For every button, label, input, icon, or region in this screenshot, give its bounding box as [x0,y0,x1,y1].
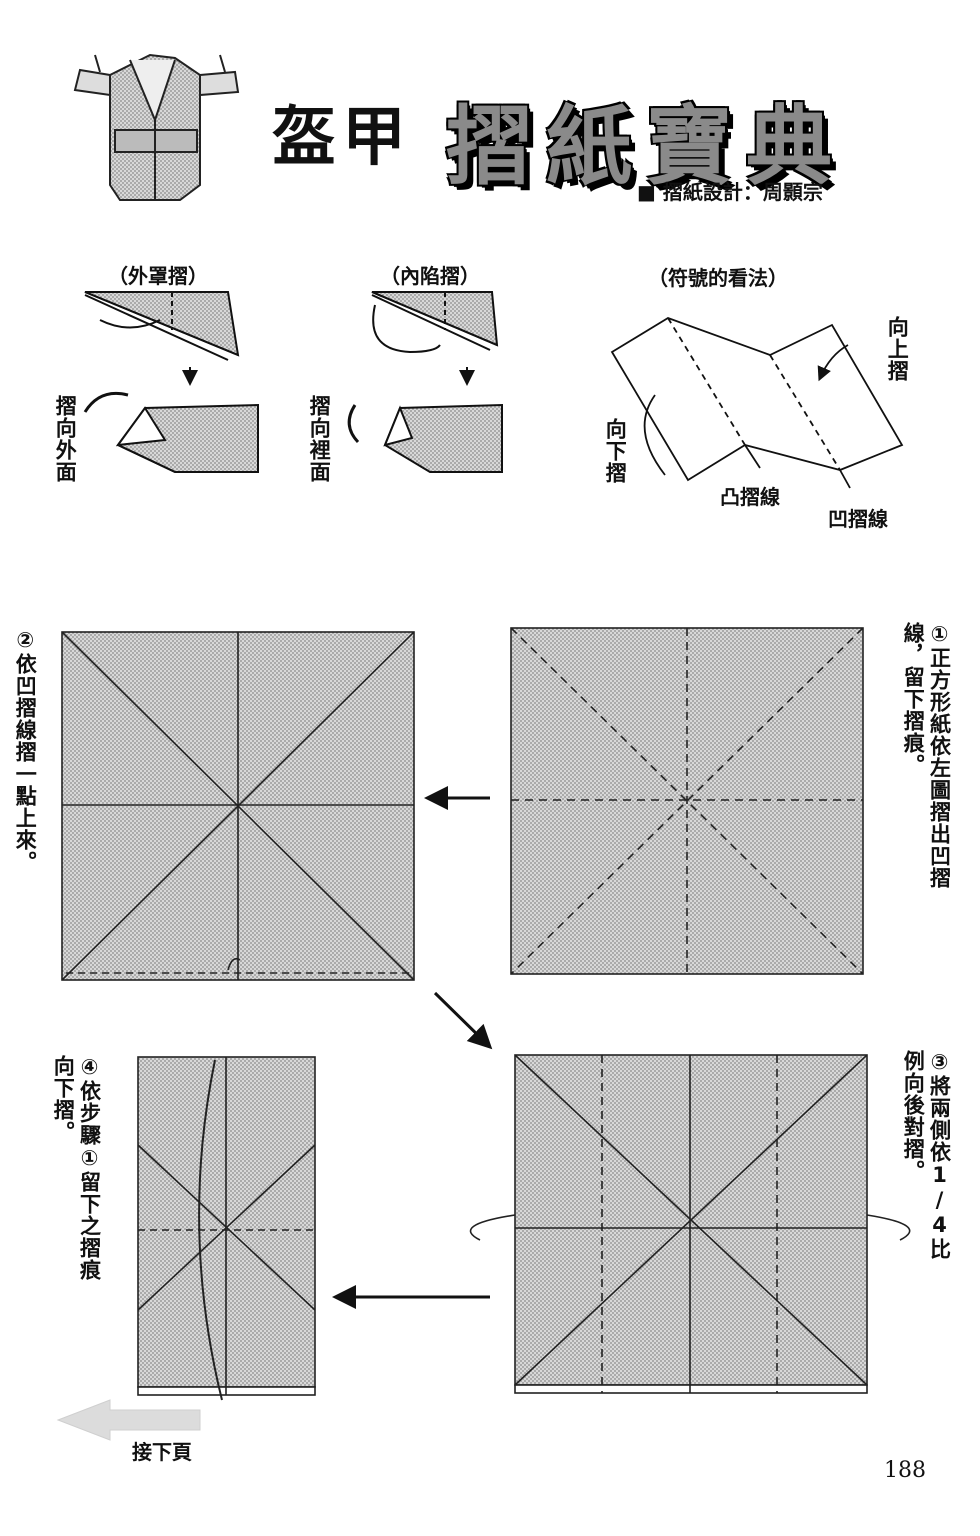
inside-reverse-label: （內陷摺） [380,264,480,288]
step2-instruction: ②依凹摺線摺一點上來。 [12,628,38,948]
armor-logo-icon [73,53,240,201]
step4-instruction: ④依步驟①留下之摺痕向下摺。 [50,1055,103,1295]
square-bullet-icon: ■ [637,180,656,204]
step2-square [61,631,415,981]
step1-number: ① [927,622,952,647]
next-page-label[interactable]: 接下頁 [132,1440,192,1464]
fold-outward-label: 摺向外面 [53,395,78,483]
step3-instruction: ③將兩側依1/4比例向後對摺。 [900,1050,953,1280]
fold-down-label: 向下摺 [603,418,628,484]
designer-credit: ■ 摺紙設計：周顥宗 [637,176,823,205]
step3-number: ③ [927,1050,952,1075]
title-main: 摺紙寶典 [446,97,846,197]
inside-reverse-fold-diagram [347,291,503,473]
symbols-label: （符號的看法） [648,266,788,290]
step1-text: 正方形紙依左圖摺出凹摺線，留下摺痕。 [901,622,952,889]
outside-reverse-label: （外罩摺） [108,264,208,288]
mountain-line-label: 凸摺線 [720,485,780,509]
symbols-diagram [610,317,904,489]
step1-instruction: ①正方形紙依左圖摺出凹摺線，留下摺痕。 [900,622,953,922]
title-prefix: 盔甲 [272,101,412,175]
designer-text: 摺紙設計：周顥宗 [662,180,823,204]
fold-up-label: 向上摺 [885,316,910,382]
step2-text: 依凹摺線摺一點上來。 [13,653,38,873]
page-number: 188 [884,1458,926,1483]
step-arrows [332,786,493,1309]
valley-line-label: 凹摺線 [828,507,888,531]
step4-text: 依步驟①留下之摺痕向下摺。 [51,1055,102,1281]
step1-square [510,627,864,975]
step3-text: 將兩側依1/4比例向後對摺。 [901,1050,952,1260]
outside-reverse-fold-diagram [83,291,259,473]
step2-number: ② [13,628,38,653]
step3-square [469,1054,911,1394]
next-page-arrow-icon [56,1399,201,1441]
fold-inward-label: 摺向裡面 [307,395,332,483]
step4-number: ④ [77,1055,102,1080]
step4-rectangle [137,1056,316,1401]
